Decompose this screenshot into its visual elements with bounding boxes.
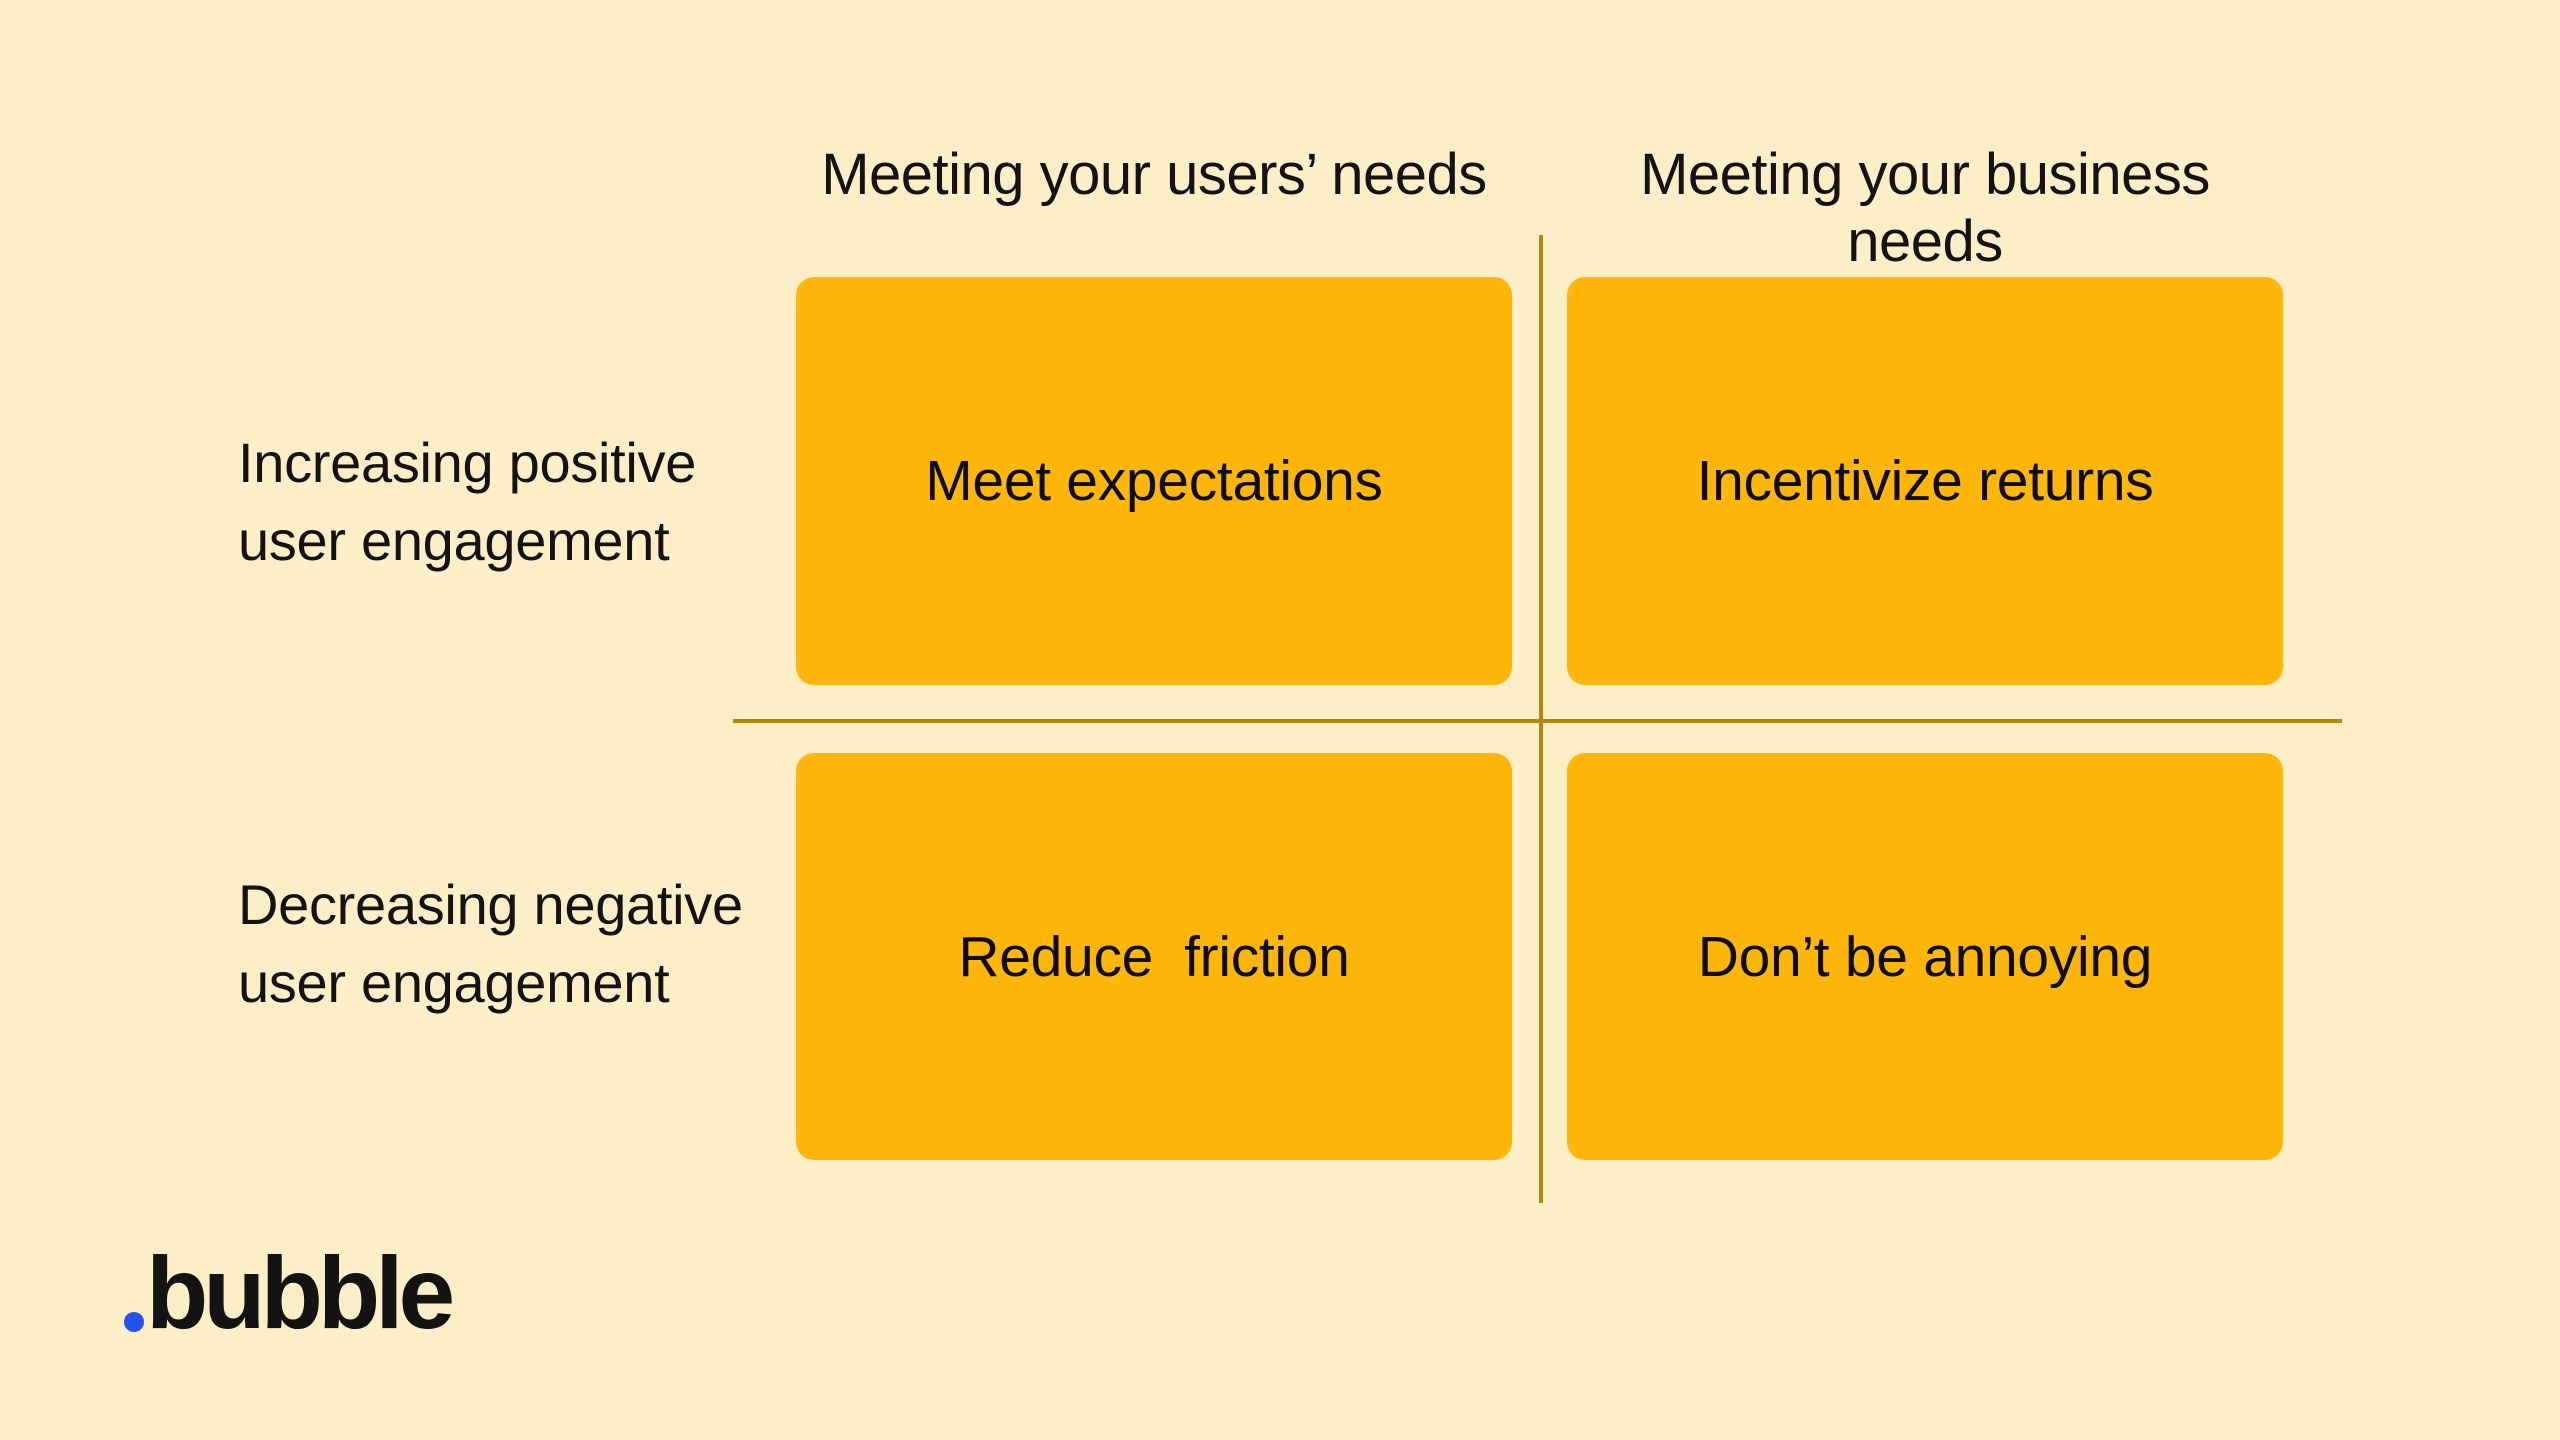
logo-wordmark: bubble (146, 1236, 455, 1350)
quadrant-label: Incentivize returns (1696, 449, 2154, 513)
column-header-business-needs: Meeting your business needs (1640, 142, 2210, 274)
bubble-logo: bubble (124, 1236, 455, 1350)
quadrant-label: Don’t be annoying (1697, 924, 2153, 989)
quadrant-label: Reduce friction (958, 924, 1350, 989)
horizontal-divider-line (733, 719, 2342, 723)
quadrant-meet-expectations: Meet expectations (796, 277, 1512, 685)
row-label-line: Decreasing negative (238, 873, 743, 936)
row-label-line: Increasing positive (238, 431, 697, 494)
row-label-decreasing-negative: Decreasing negative user engagement (238, 866, 743, 1022)
quadrant-incentivize-returns: Incentivize returns (1567, 277, 2283, 685)
column-header-users-needs: Meeting your users’ needs (821, 142, 1487, 207)
row-label-increasing-positive: Increasing positive user engagement (238, 424, 696, 580)
quadrant-label: Meet expectations (925, 449, 1383, 513)
row-label-line: user engagement (238, 951, 670, 1014)
logo-dot (124, 1312, 144, 1332)
quadrant-reduce-friction: Reduce friction (796, 753, 1512, 1160)
row-label-line: user engagement (238, 509, 670, 572)
quadrant-dont-be-annoying: Don’t be annoying (1567, 753, 2283, 1160)
